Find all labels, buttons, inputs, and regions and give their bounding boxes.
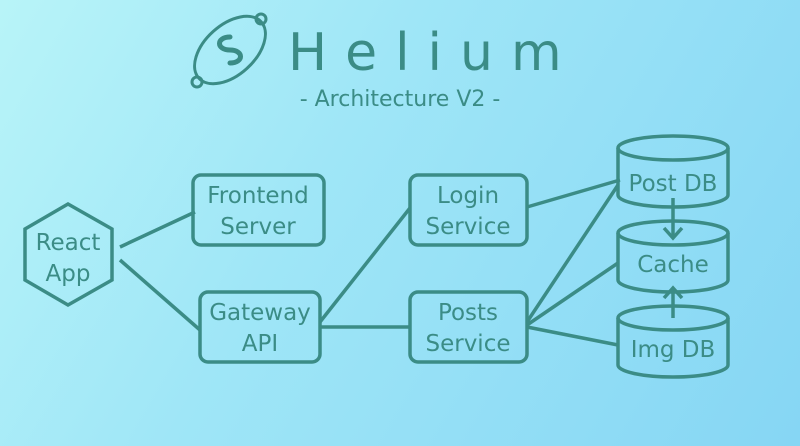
- node-gateway-api: Gateway API: [198, 290, 322, 364]
- node-img-db: Img DB: [616, 304, 730, 379]
- edge-posts-postdb: [525, 184, 620, 323]
- node-frontend-server: Frontend Server: [191, 173, 326, 247]
- login-service-label-line1: Login: [437, 183, 499, 209]
- node-posts-service: Posts Service: [408, 290, 529, 364]
- gateway-api-label-line1: Gateway: [209, 300, 311, 326]
- arrowhead-up-icon: [662, 285, 684, 300]
- edge-react-gateway: [118, 258, 202, 332]
- page-title: Helium: [288, 23, 580, 83]
- frontend-server-label-line2: Server: [220, 214, 296, 240]
- edge-react-frontend: [119, 210, 196, 249]
- cache-label: Cache: [637, 252, 709, 278]
- post-db-label: Post DB: [629, 171, 718, 197]
- react-app-label-line1: React: [36, 230, 101, 256]
- arrowhead-down-icon: [662, 226, 684, 241]
- posts-service-label-line1: Posts: [438, 300, 498, 326]
- edge-login-postdb: [526, 178, 621, 209]
- gateway-api-label-line2: API: [242, 331, 278, 357]
- node-react-app: React App: [23, 201, 114, 308]
- edge-gateway-login: [318, 206, 412, 324]
- node-cache: Cache: [616, 219, 730, 294]
- posts-service-label-line2: Service: [425, 331, 510, 357]
- orbit-logo-icon: [190, 12, 268, 89]
- frontend-server-label-line1: Frontend: [207, 183, 309, 209]
- edge-posts-cache: [526, 261, 619, 327]
- node-login-service: Login Service: [408, 173, 529, 247]
- img-db-label: Img DB: [631, 337, 716, 363]
- page-subtitle: - Architecture V2 -: [300, 87, 501, 112]
- react-app-label-line2: App: [46, 261, 91, 287]
- login-service-label-line2: Service: [425, 214, 510, 240]
- node-post-db: Post DB: [616, 134, 730, 209]
- connectors: [118, 178, 684, 347]
- edge-posts-imgdb: [526, 325, 619, 347]
